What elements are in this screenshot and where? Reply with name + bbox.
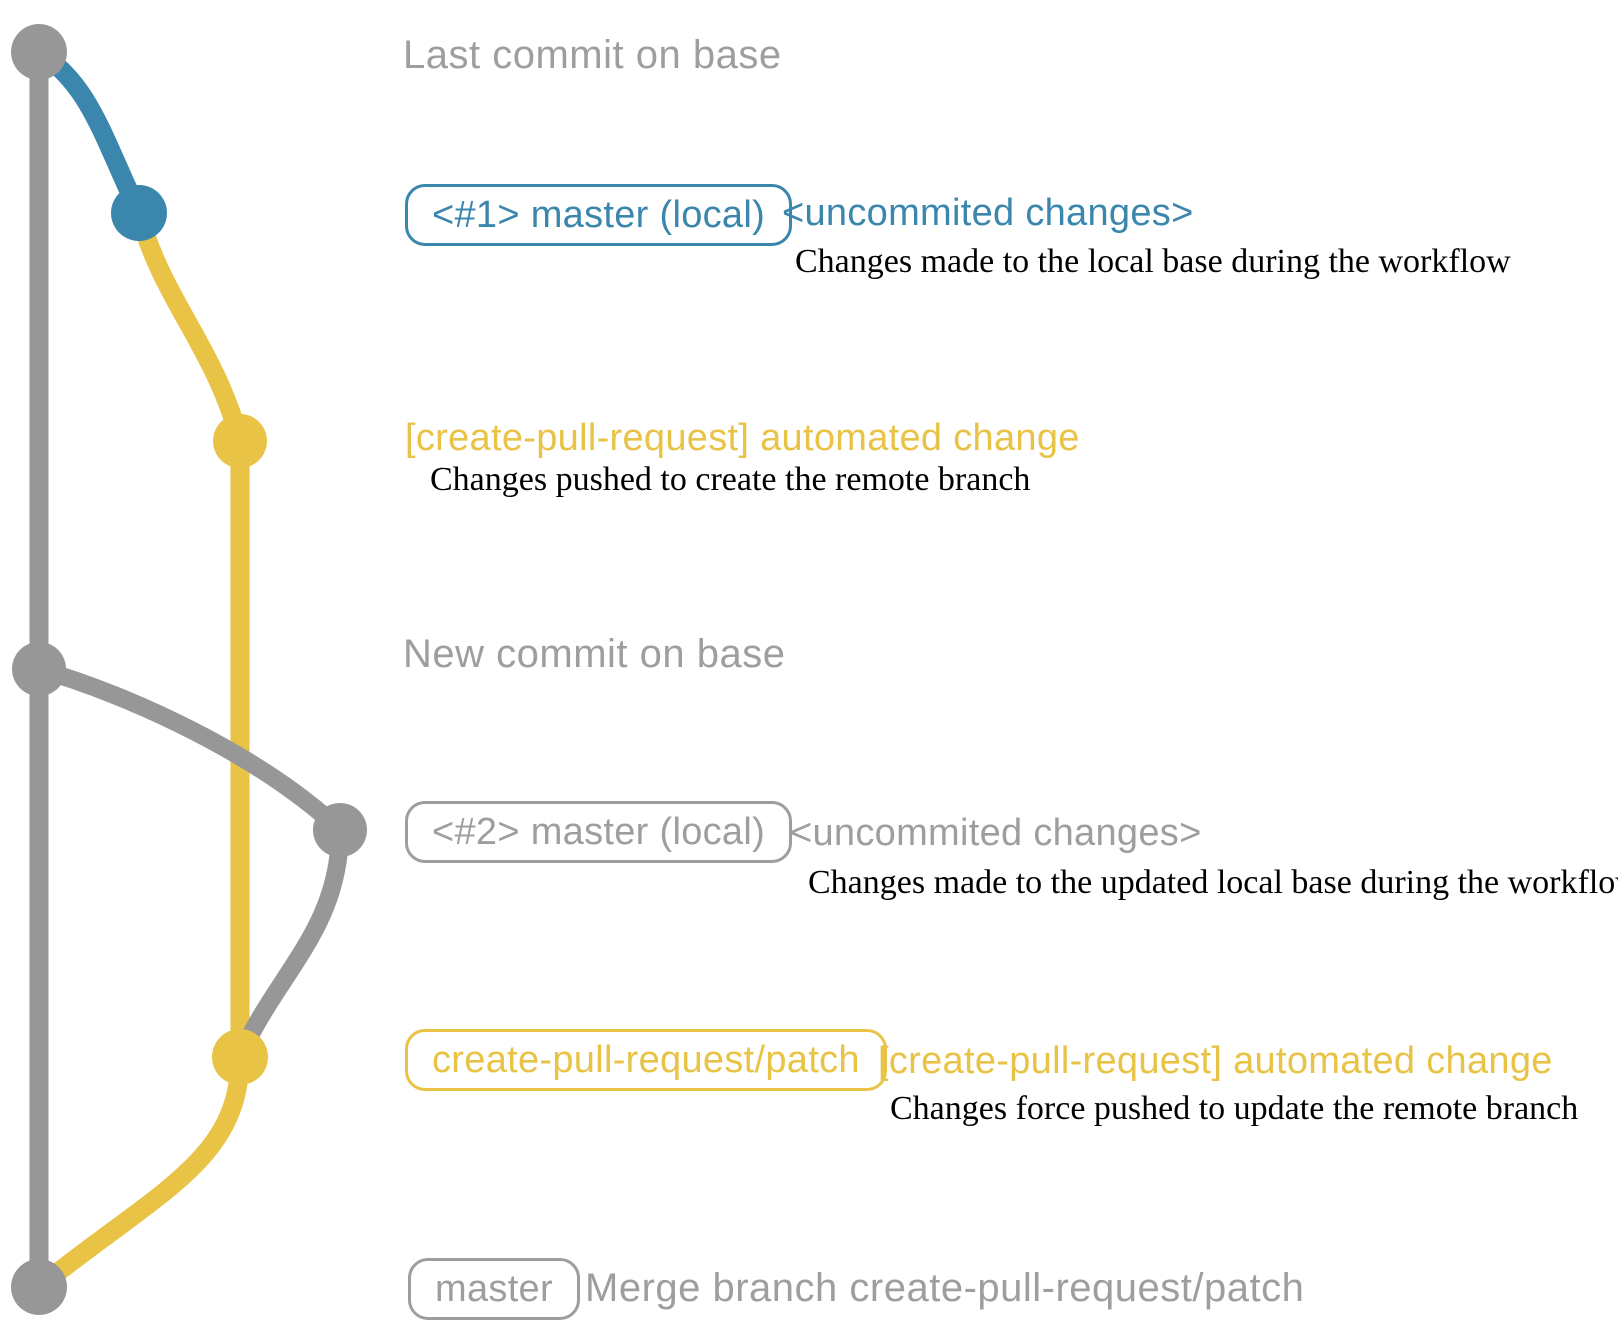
commit-label-merge: Merge branch create-pull-request/patch xyxy=(585,1266,1305,1310)
commit-dot-local-2 xyxy=(313,803,367,857)
local-branch-curve-1 xyxy=(29,42,149,223)
commit-message-automated-change-1: [create-pull-request] automated change xyxy=(405,417,1080,459)
commit-dot-remote-2 xyxy=(212,1029,268,1085)
branch-badge-master-local-2: <#2> master (local) xyxy=(405,801,793,863)
branch-badge-create-pull-request-patch-label: create-pull-request/patch xyxy=(432,1038,860,1081)
commit-dot-merge xyxy=(11,1259,67,1315)
annotation-push-create: Changes pushed to create the remote bran… xyxy=(430,461,1031,498)
branch-badge-create-pull-request-patch: create-pull-request/patch xyxy=(405,1029,887,1091)
commit-message-uncommited-1: <uncommited changes> xyxy=(782,192,1194,234)
commit-dot-remote-1 xyxy=(213,414,267,468)
branch-badge-master-label: master xyxy=(435,1267,553,1310)
branch-badge-master-local-1-label: <#1> master (local) xyxy=(432,193,766,236)
annotation-force-push: Changes force pushed to update the remot… xyxy=(890,1090,1579,1127)
commit-label-new-base: New commit on base xyxy=(403,632,786,676)
branch-badge-master-local-2-label: <#2> master (local) xyxy=(432,810,766,853)
remote-branch-curve-out xyxy=(129,203,250,451)
branch-badge-master: master xyxy=(408,1258,580,1320)
local-branch-curve-2-in xyxy=(231,821,349,1066)
commit-message-uncommited-2: <uncommited changes> xyxy=(790,812,1202,854)
local-branch-curve-2-out xyxy=(30,660,349,839)
commit-dot-last-base xyxy=(11,24,67,80)
commit-dot-new-base xyxy=(12,642,66,696)
annotation-local-changes-2: Changes made to the updated local base d… xyxy=(808,864,1618,901)
annotation-local-changes-1: Changes made to the local base during th… xyxy=(795,243,1511,280)
commit-label-last-base: Last commit on base xyxy=(403,33,782,77)
commit-dot-local-1 xyxy=(111,185,167,241)
merge-curve xyxy=(29,1047,250,1297)
commit-message-automated-change-2: [create-pull-request] automated change xyxy=(878,1040,1553,1082)
branch-badge-master-local-1: <#1> master (local) xyxy=(405,184,793,246)
